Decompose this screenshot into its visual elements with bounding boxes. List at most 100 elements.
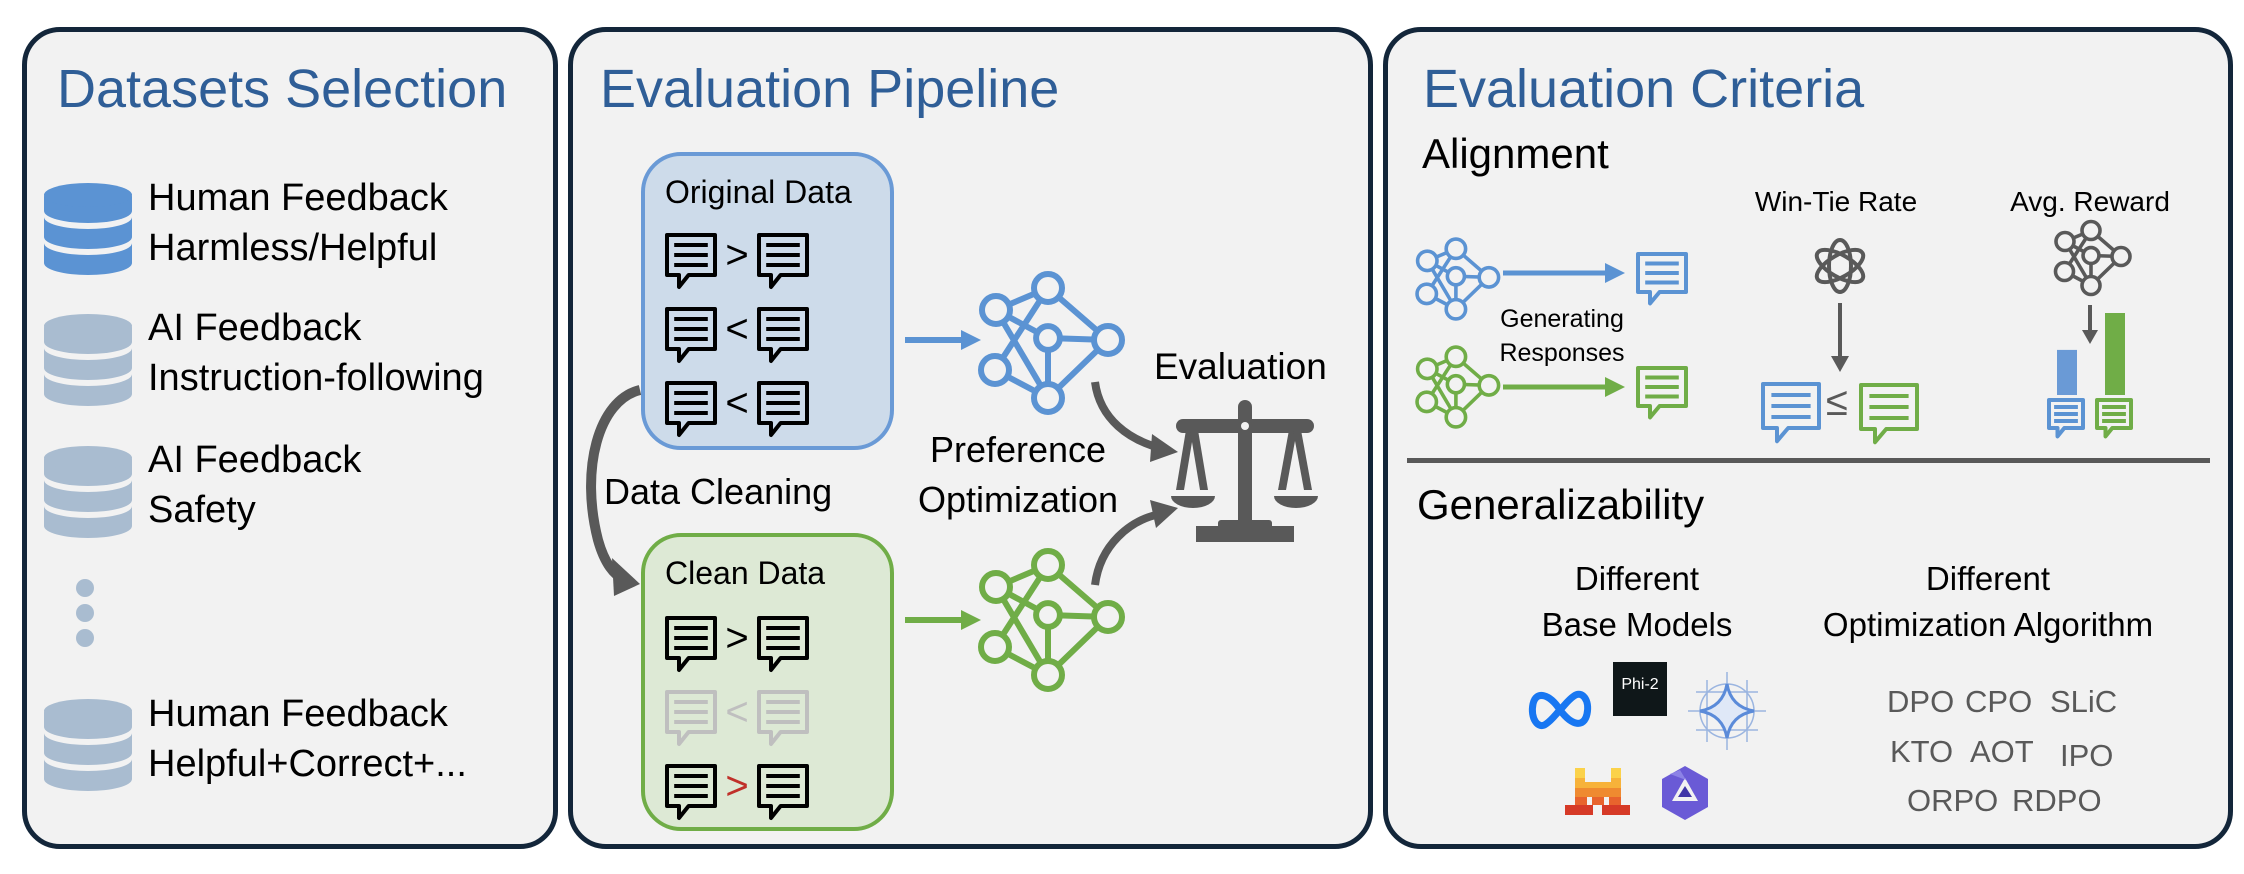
response-bubble-icon [1761, 382, 1821, 444]
section-divider [1407, 458, 2210, 463]
alignment-heading: Alignment [1422, 130, 1609, 177]
preference-label-line1: Preference [929, 429, 1107, 470]
chat-bubble-icon [665, 307, 717, 363]
qwen-logo-icon [1662, 766, 1708, 820]
dataset-subtitle: Instruction-following [148, 357, 484, 399]
dataset-subtitle: Helpful+Correct+... [148, 743, 467, 785]
gemma-star-icon [1688, 672, 1766, 750]
algorithm-label: ORPO [1907, 783, 1999, 818]
original-data-title: Original Data [665, 174, 852, 210]
chat-bubble-icon [665, 616, 717, 672]
algorithm-label: DPO [1887, 684, 1955, 719]
database-icon [44, 314, 132, 406]
chat-bubble-icon [1636, 366, 1688, 420]
generating-label-line2: Responses [1499, 339, 1625, 367]
preference-pair: < [665, 690, 809, 746]
avg-reward-label: Avg. Reward [2010, 186, 2170, 217]
chat-bubble-icon [1636, 252, 1688, 306]
neural-network-icon [1415, 345, 1501, 429]
chat-bubble-icon [2095, 398, 2133, 439]
original-data-box: Original Data [641, 152, 894, 450]
less-equal-symbol: ≤ [1826, 380, 1848, 424]
reward-model-icon [2053, 219, 2132, 297]
chat-bubble-icon [665, 233, 717, 289]
comparison-operator: > [725, 233, 748, 277]
comparison-operator: < [725, 307, 748, 351]
datasets-selection-title: Datasets Selection [57, 59, 508, 119]
reward-bar [2105, 313, 2125, 395]
openai-logo-icon [1814, 238, 1866, 294]
dataset-name: AI Feedback [148, 439, 362, 481]
mistral-logo-icon [1565, 768, 1630, 815]
chat-bubble-icon [757, 616, 809, 672]
clean-data-title: Clean Data [665, 555, 826, 591]
chat-bubble-icon [757, 307, 809, 363]
comparison-operator: > [725, 764, 748, 808]
evaluation-label: Evaluation [1154, 346, 1327, 387]
algorithms-line1: Different [1925, 560, 2051, 597]
scale-icon [1171, 400, 1318, 542]
algorithms-line2: Optimization Algorithm [1822, 606, 2154, 643]
chat-bubble-icon [2047, 398, 2085, 439]
data-cleaning-label: Data Cleaning [604, 471, 833, 512]
database-icon [44, 699, 132, 791]
evaluation-criteria-title: Evaluation Criteria [1423, 59, 1865, 119]
neural-network-icon [1415, 237, 1501, 321]
response-bubble-icon [1859, 383, 1919, 445]
dataset-name: Human Feedback [148, 693, 448, 735]
arrow-right-icon [905, 330, 981, 350]
algorithm-label: CPO [1965, 684, 2033, 719]
preference-label-line2: Optimization [917, 479, 1119, 520]
arrow-right-icon [905, 610, 981, 630]
algorithm-label: SLiC [2050, 684, 2118, 719]
comparison-operator: > [725, 616, 748, 660]
algorithm-label: KTO [1890, 734, 1954, 769]
different-base-models-label: Different Base Models [1542, 556, 1733, 648]
chat-bubble-icon [757, 690, 809, 746]
database-icon [44, 446, 132, 538]
dataset-name: Human Feedback [148, 177, 448, 219]
algorithm-label: RDPO [2012, 783, 2102, 818]
chat-bubble-icon [1859, 383, 1919, 445]
generating-label-line1: Generating [1500, 305, 1624, 333]
chat-bubble-icon [665, 690, 717, 746]
win-tie-rate-label: Win-Tie Rate [1754, 186, 1918, 217]
chat-bubble-icon [757, 764, 809, 820]
response-bubble-icon [1636, 252, 1688, 306]
chat-bubble-icon [757, 233, 809, 289]
response-bubble-icon [1636, 366, 1688, 420]
chat-bubble-icon [665, 764, 717, 820]
reward-bar [2057, 349, 2077, 395]
clean-data-box: Clean Data [641, 533, 894, 831]
chat-bubble-icon [665, 381, 717, 437]
algorithm-label: AOT [1970, 734, 2034, 769]
chat-bubble-icon [757, 381, 809, 437]
generalizability-heading: Generalizability [1417, 481, 1705, 528]
phi-2-logo: Phi-2 [1613, 662, 1667, 716]
dataset-name: AI Feedback [148, 307, 362, 349]
preference-optimization-label: Preference Optimization [918, 432, 1118, 518]
generating-responses-label: Generating Responses [1499, 302, 1624, 370]
preference-pair: > [665, 616, 809, 672]
comparison-operator: < [725, 381, 748, 425]
evaluation-criteria-panel [1383, 27, 2233, 849]
chat-bubble-icon [1761, 382, 1821, 444]
dataset-subtitle: Safety [148, 489, 256, 531]
preference-pair: > [665, 764, 809, 820]
preference-pair: < [665, 381, 809, 437]
evaluation-pipeline-title: Evaluation Pipeline [600, 59, 1060, 119]
dataset-subtitle: Harmless/Helpful [148, 227, 438, 269]
response-bubble-icon [2095, 398, 2133, 439]
algorithm-label: IPO [2060, 738, 2114, 773]
database-icon [44, 183, 132, 275]
preference-pair: < [665, 307, 809, 363]
response-bubble-icon [2047, 398, 2085, 439]
preference-pair: > [665, 233, 809, 289]
